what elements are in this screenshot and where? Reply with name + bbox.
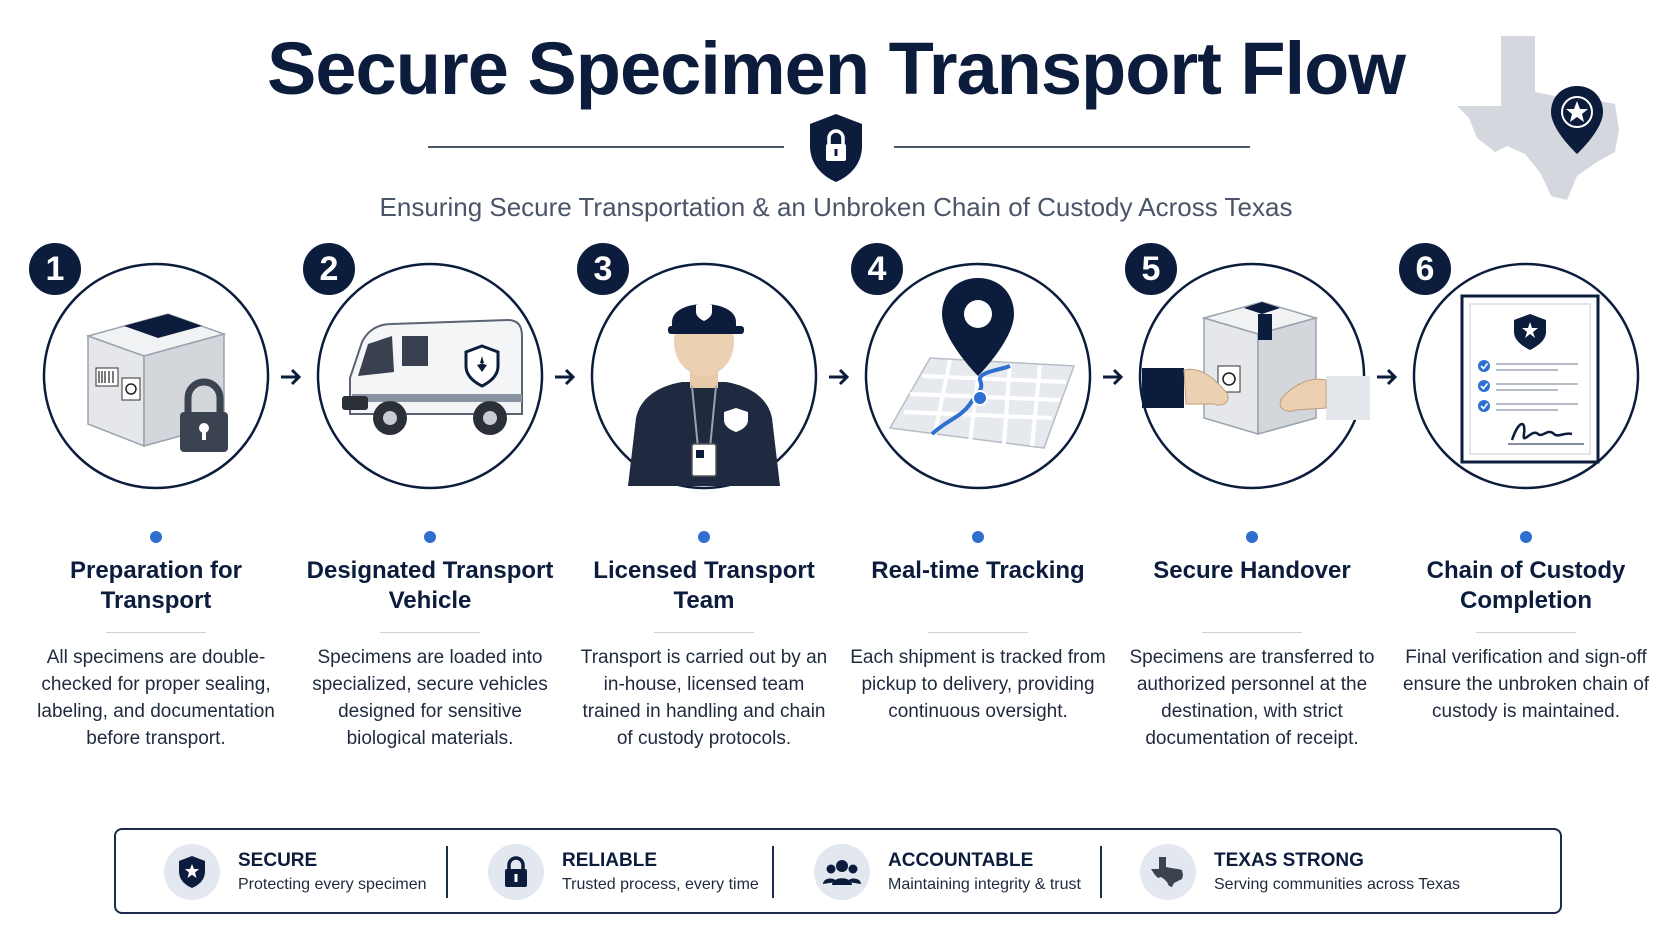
step-description: Specimens are loaded into specialized, s… — [312, 647, 548, 749]
step-title: Real-time Tracking — [871, 557, 1085, 584]
step-description: All specimens are double-checked for pro… — [37, 647, 275, 749]
step-divider — [1476, 632, 1576, 633]
step-number-badge: 5 — [1122, 240, 1180, 298]
step-divider — [1202, 632, 1302, 633]
step-number-badge: 1 — [26, 240, 84, 298]
step-number-badge: 2 — [300, 240, 358, 298]
value-title: TEXAS STRONG — [1214, 850, 1364, 871]
step-3: 3 Licensed Transport Team Transport is c… — [574, 240, 834, 820]
value-texas-strong: TEXAS STRONG Serving communities across … — [1092, 830, 1460, 912]
step-title: Preparation for Transport — [69, 557, 243, 614]
step-description: Final verification and sign-off ensure t… — [1402, 647, 1650, 722]
step-title: Chain of Custody Completion — [1426, 557, 1626, 614]
process-steps: 1 Preparation for Transport All specimen… — [0, 240, 1672, 820]
value-reliable: RELIABLE Trusted process, every time — [440, 830, 790, 912]
step-6: 6 Chain of Custody Completion Final veri… — [1396, 240, 1656, 820]
title-divider-right — [894, 146, 1250, 148]
step-divider — [928, 632, 1028, 633]
step-number-badge: 4 — [848, 240, 906, 298]
locked-specimen-box-icon — [85, 313, 228, 452]
value-secure: SECURE Protecting every specimen — [116, 830, 466, 912]
padlock-icon — [488, 844, 544, 900]
transport-officer-icon — [628, 302, 780, 486]
map-pin-route-icon — [888, 278, 1076, 449]
step-dot — [698, 531, 710, 543]
step-description: Specimens are transferred to authorized … — [1129, 647, 1375, 749]
values-footer: SECURE Protecting every specimen RELIABL… — [114, 828, 1562, 914]
footer-separator — [1100, 846, 1102, 898]
step-dot — [150, 531, 162, 543]
texas-map-icon — [1457, 36, 1619, 200]
step-divider — [654, 632, 754, 633]
arrow-right-icon — [555, 368, 576, 386]
value-subtitle: Trusted process, every time — [562, 876, 759, 893]
step-number-badge: 3 — [574, 240, 632, 298]
arrow-right-icon — [829, 368, 850, 386]
value-subtitle: Serving communities across Texas — [1214, 876, 1461, 893]
step-title: Secure Handover — [1153, 557, 1351, 584]
header: Secure Specimen Transport Flow Ensuring … — [0, 0, 1672, 230]
value-subtitle: Protecting every specimen — [238, 876, 427, 893]
step-description: Each shipment is tracked from pickup to … — [850, 647, 1106, 722]
step-dot — [1520, 531, 1532, 543]
texas-state-icon — [1140, 844, 1196, 900]
step-number-badge: 6 — [1396, 240, 1454, 298]
page-subtitle: Ensuring Secure Transportation & an Unbr… — [379, 192, 1293, 222]
people-group-icon — [814, 844, 870, 900]
step-divider — [106, 632, 206, 633]
box-handover-icon — [1142, 301, 1370, 436]
step-dot — [424, 531, 436, 543]
page-title: Secure Specimen Transport Flow — [267, 27, 1406, 110]
step-dot — [972, 531, 984, 543]
step-1: 1 Preparation for Transport All specimen… — [26, 240, 286, 820]
shield-star-icon — [164, 844, 220, 900]
shield-lock-icon — [810, 114, 862, 182]
value-title: SECURE — [238, 850, 318, 871]
step-title: Licensed Transport Team — [593, 557, 815, 614]
value-title: ACCOUNTABLE — [888, 850, 1034, 871]
step-divider — [380, 632, 480, 633]
step-5: 5 Secure Handover Specimens are transfer… — [1122, 240, 1382, 820]
value-accountable: ACCOUNTABLE Maintaining integrity & trus… — [766, 830, 1116, 912]
step-dot — [1246, 531, 1258, 543]
title-divider-left — [428, 146, 784, 148]
footer-separator — [772, 846, 774, 898]
transport-van-icon — [342, 318, 523, 435]
value-title: RELIABLE — [562, 850, 657, 871]
arrow-right-icon — [1103, 368, 1124, 386]
step-description: Transport is carried out by an in-house,… — [580, 647, 828, 749]
arrow-right-icon — [281, 368, 302, 386]
signed-document-icon — [1460, 294, 1600, 464]
arrow-right-icon — [1377, 368, 1398, 386]
step-2: 2 Designated Transport Vehicle Specimens… — [300, 240, 560, 820]
value-subtitle: Maintaining integrity & trust — [888, 876, 1081, 893]
step-4: 4 Real-time Tracking Each shipment is tr… — [848, 240, 1108, 820]
footer-separator — [446, 846, 448, 898]
step-title: Designated Transport Vehicle — [306, 557, 554, 614]
